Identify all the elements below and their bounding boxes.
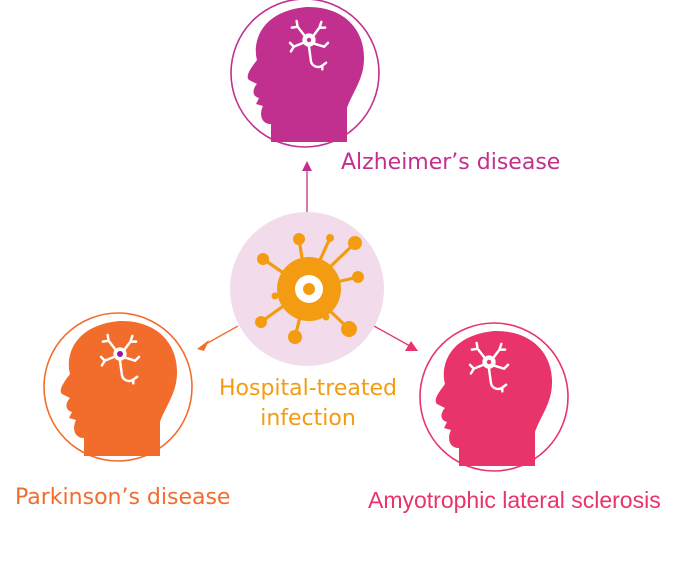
alzheimers-node	[230, 0, 380, 148]
parkinsons-label: Parkinson’s disease	[15, 485, 231, 510]
head-neuron-icon	[60, 320, 178, 457]
arrow-to-parkinsons	[197, 325, 239, 351]
head-neuron-icon	[247, 6, 365, 143]
infection-node	[230, 212, 384, 366]
arrow-to-als	[373, 325, 418, 351]
alzheimers-label: Alzheimer’s disease	[341, 150, 561, 175]
virus-icon	[255, 233, 364, 344]
als-node	[419, 322, 569, 472]
infection-label: Hospital-treated infection	[218, 376, 398, 431]
arrow-to-alzheimers	[302, 161, 312, 212]
parkinsons-node	[43, 312, 193, 462]
als-label: Amyotrophic lateral sclerosis	[368, 487, 661, 513]
head-neuron-icon	[435, 330, 553, 467]
